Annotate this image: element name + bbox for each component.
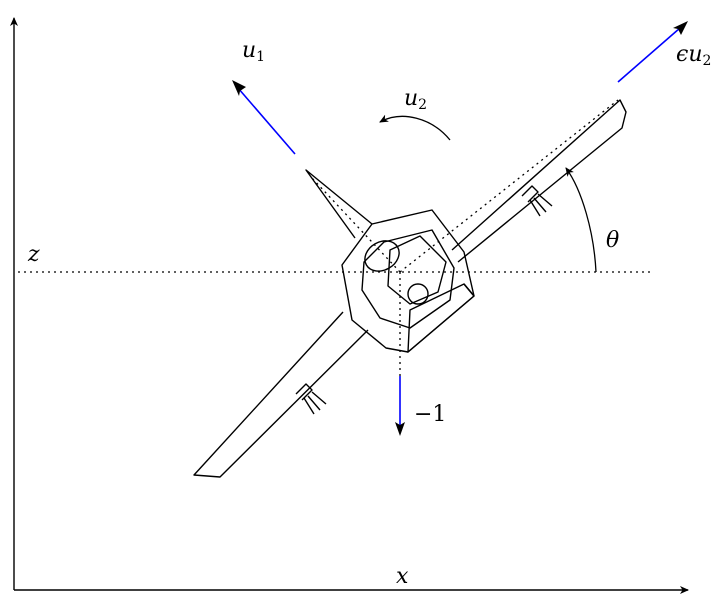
u1-vector	[237, 87, 296, 155]
epsilon-u2-vector	[617, 27, 681, 83]
tail-dotted-line	[311, 177, 401, 273]
gravity-arrowhead	[395, 422, 405, 436]
control-vectors	[232, 21, 688, 436]
u2-rotation-arrow	[379, 114, 451, 141]
right-thruster-exhaust	[529, 193, 553, 217]
intake-line	[463, 283, 475, 297]
cockpit-canopy	[364, 240, 400, 272]
body-axis-dotted-line	[399, 99, 619, 273]
aircraft	[193, 99, 627, 478]
axes	[10, 17, 689, 594]
right-thruster	[521, 185, 539, 203]
u1-arrowhead	[232, 80, 246, 96]
left-thruster-exhaust	[303, 391, 327, 415]
epsilon-u2-arrowhead	[673, 21, 688, 35]
u2-label: u2	[404, 86, 428, 113]
gravity-label: −1	[414, 402, 447, 427]
left-thruster	[295, 383, 313, 401]
epsilon-u2-label: ϵu2	[676, 42, 712, 69]
right-wing	[451, 99, 627, 263]
cockpit	[387, 235, 447, 305]
u1-label: u1	[242, 38, 266, 65]
engine-nozzle	[407, 283, 429, 305]
engine-intake	[407, 283, 475, 353]
theta-angle-arc	[565, 167, 597, 273]
fuselage-inner	[361, 229, 455, 329]
tail-fin	[305, 169, 373, 239]
theta-label: θ	[606, 228, 620, 253]
reference-lines	[18, 99, 652, 378]
left-wing	[193, 311, 369, 478]
x-axis-label: x	[396, 564, 409, 589]
z-axis-label: z	[28, 242, 40, 267]
